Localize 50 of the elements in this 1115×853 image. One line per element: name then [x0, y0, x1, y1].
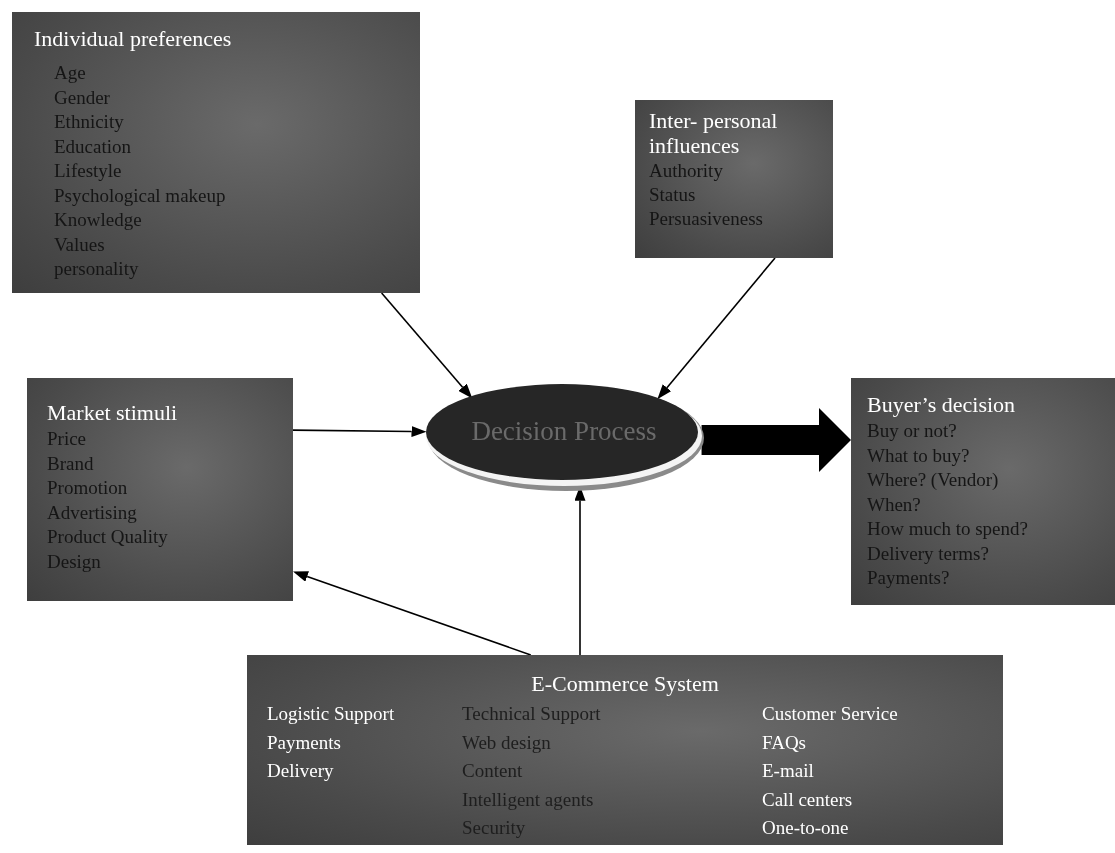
list-item: Content	[462, 760, 523, 782]
list-item: Age	[54, 62, 86, 84]
list-item: Advertising	[47, 501, 137, 524]
box-heading: Buyer’s decision	[867, 392, 1017, 417]
list-item: Design	[47, 550, 101, 573]
box-heading: E-Commerce System	[530, 671, 720, 696]
arrow	[657, 257, 776, 400]
list-item: Gender	[54, 86, 110, 109]
factor-box	[27, 378, 293, 601]
list-item: Price	[47, 428, 87, 450]
list-item: Ethnicity	[54, 111, 124, 133]
node-title: Decision Process	[470, 416, 658, 446]
list-item: Call centers	[762, 788, 853, 811]
arrow	[293, 571, 532, 656]
list-item: Logistic Support	[267, 703, 395, 725]
list-item: Persuasiveness	[649, 208, 763, 230]
list-item: Lifestyle	[54, 160, 122, 182]
list-item: Customer Service	[762, 703, 898, 725]
factor-box	[247, 655, 1003, 845]
list-item: Product Quality	[47, 526, 168, 548]
arrow	[292, 426, 427, 438]
list-item: Payments	[267, 731, 341, 754]
arrow	[380, 292, 473, 399]
list-item: When?	[867, 493, 921, 516]
factor-box	[851, 378, 1115, 605]
list-item: Buy or not?	[867, 420, 957, 442]
list-item: Technical Support	[462, 703, 601, 725]
list-item: Delivery	[267, 760, 334, 782]
box-heading: Market stimuli	[47, 400, 179, 425]
factor-box	[635, 100, 833, 258]
box-heading: Inter- personal influences	[649, 108, 779, 158]
list-item: Where? (Vendor)	[867, 469, 999, 491]
block-arrow	[701, 408, 851, 472]
list-item: E-mail	[762, 760, 814, 782]
list-item: Payments?	[867, 567, 950, 589]
list-item: FAQs	[762, 731, 806, 754]
list-item: Psychological makeup	[54, 184, 226, 207]
list-item: What to buy?	[867, 444, 970, 467]
list-item: How much to spend?	[867, 518, 1028, 540]
list-item: Web design	[462, 731, 551, 754]
box-heading: Individual preferences	[34, 26, 233, 51]
factor-box	[12, 12, 420, 293]
list-item: Brand	[47, 452, 94, 475]
list-item: Status	[649, 184, 696, 206]
list-item: Delivery terms?	[867, 542, 989, 565]
list-item: Knowledge	[54, 209, 142, 231]
list-item: Education	[54, 135, 132, 158]
list-item: Authority	[649, 160, 723, 182]
list-item: One-to-one	[762, 817, 849, 839]
list-item: Promotion	[47, 477, 128, 499]
